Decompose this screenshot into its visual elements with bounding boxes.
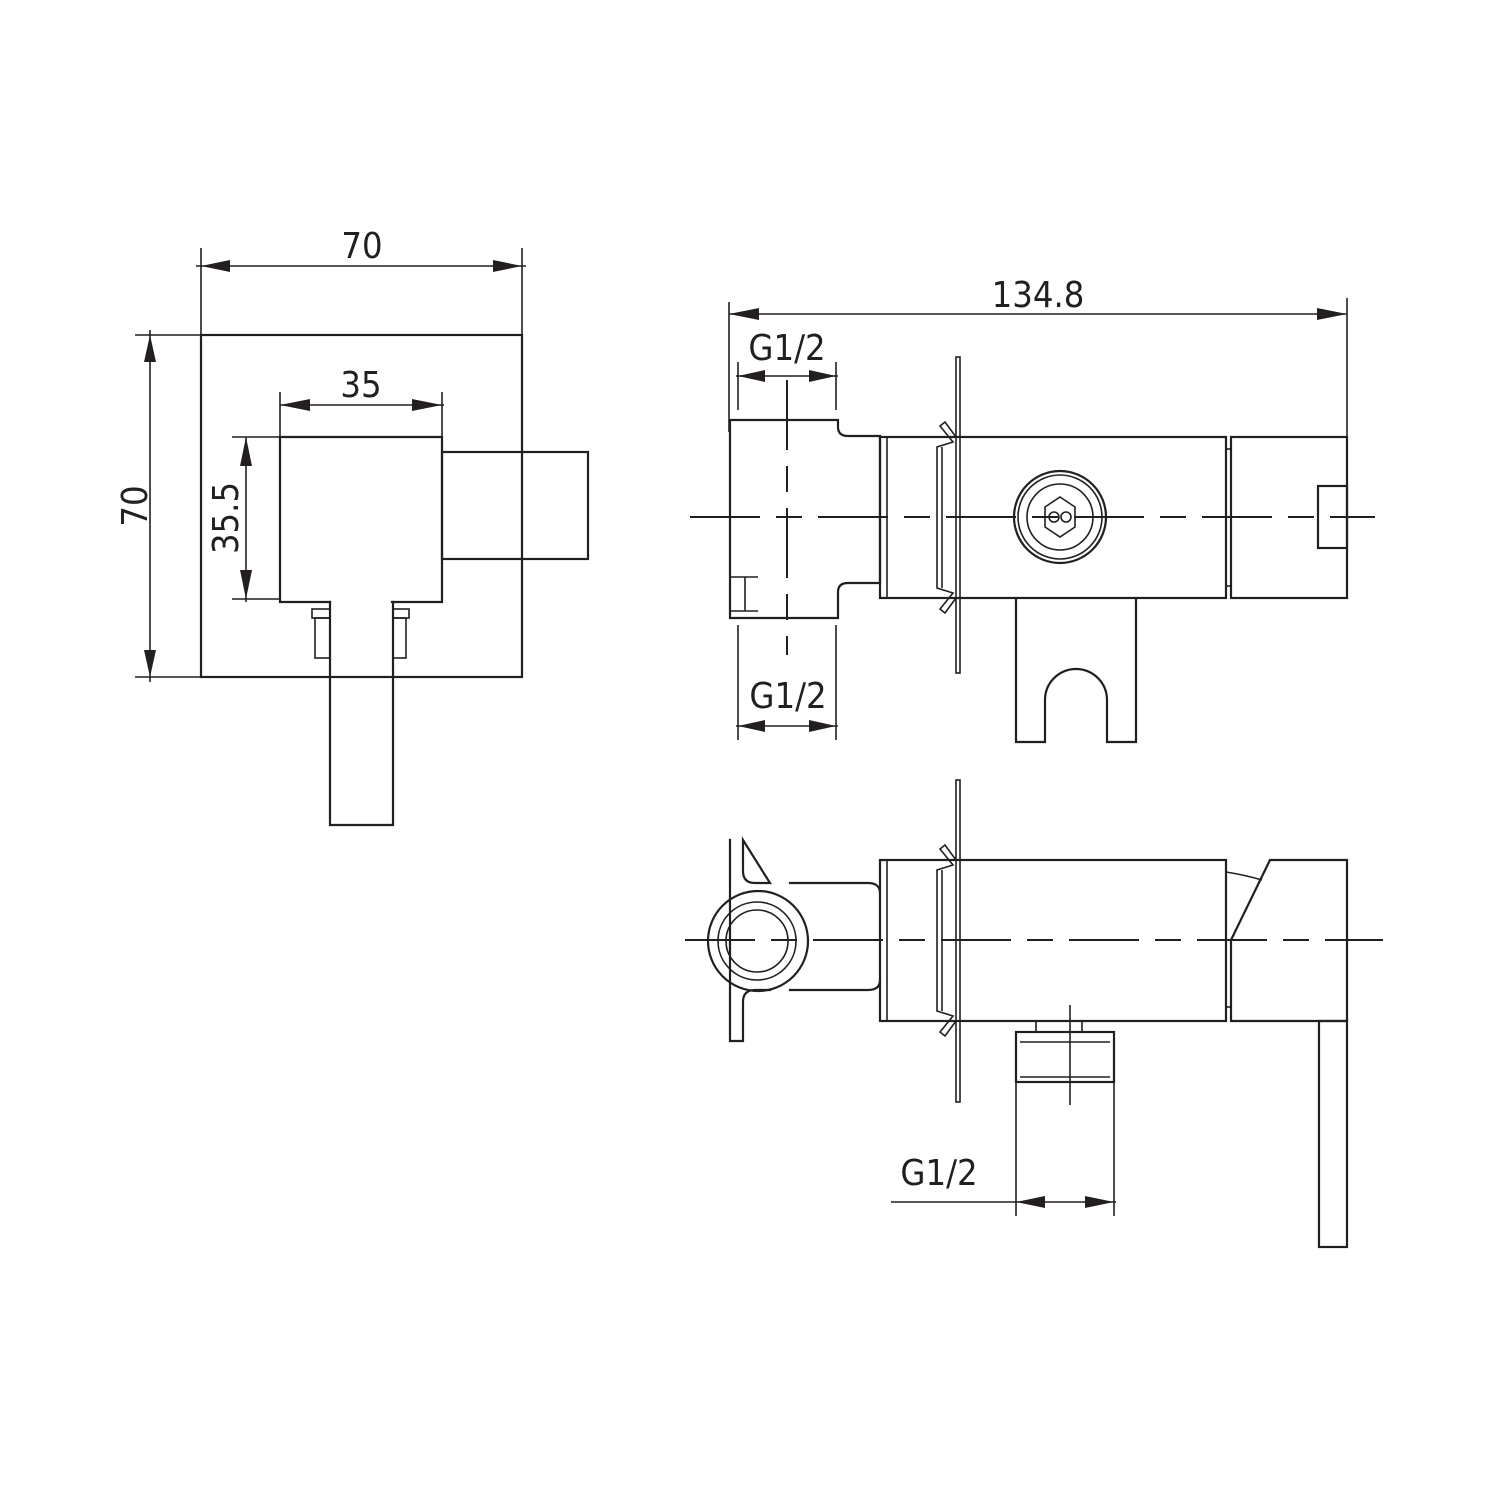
arrow-head-icon [240, 570, 252, 599]
arrow-head-icon [1317, 308, 1347, 320]
lever-handle-outline [328, 600, 395, 827]
inlet-flange-outline [728, 836, 882, 1043]
arrow-head-icon [144, 650, 156, 677]
arrow-head-icon [412, 399, 442, 411]
dim-label-width-70: 70 [341, 226, 382, 267]
arrow-head-icon [738, 720, 765, 732]
dim-label-inlet-top: G1/2 [748, 328, 825, 369]
arrow-head-icon [493, 260, 522, 272]
arrow-head-icon [809, 370, 836, 382]
outlet-nut [1014, 1030, 1116, 1084]
dim-label-inlet-bottom: G1/2 [749, 676, 826, 717]
side-view: G1/2 [685, 779, 1383, 1249]
arrow-head-icon [280, 399, 310, 411]
arrow-head-icon [738, 370, 765, 382]
arrow-head-icon [1085, 1196, 1114, 1208]
dim-label-width-35: 35 [340, 365, 381, 406]
inlet-marker [730, 576, 758, 612]
arrow-head-icon [1016, 1196, 1045, 1208]
outlet-neck [1035, 1020, 1083, 1033]
pin-right-head [392, 608, 410, 619]
dim-label-height-35-5: 35.5 [206, 482, 247, 554]
inlet-block-outline [728, 418, 882, 620]
arrow-head-icon [729, 308, 759, 320]
flange-clip [936, 420, 957, 615]
pin-right-body [392, 617, 407, 659]
dim-label-height-70: 70 [115, 485, 156, 526]
lever-handle-outline [1317, 1019, 1349, 1249]
arrow-head-icon [201, 260, 230, 272]
arrow-head-icon [240, 437, 252, 466]
valve-body-outline [278, 435, 444, 604]
wall-plate-outline [199, 333, 524, 679]
arrow-head-icon [144, 335, 156, 362]
shower-holder-outline [1014, 596, 1138, 744]
arrow-head-icon [809, 720, 836, 732]
front-view: 70 70 35 35.5 [115, 226, 590, 827]
spout-outline [440, 450, 590, 561]
pin-left-head [311, 608, 331, 619]
pin-left-body [314, 617, 331, 659]
top-view: 134.8 G1/2 G1/2 [690, 275, 1375, 744]
wall-flange [955, 356, 961, 674]
dim-label-length-134-8: 134.8 [992, 275, 1085, 316]
dim-label-outlet: G1/2 [900, 1153, 977, 1194]
handle-curve [1225, 871, 1263, 881]
flange-clip [936, 843, 957, 1038]
